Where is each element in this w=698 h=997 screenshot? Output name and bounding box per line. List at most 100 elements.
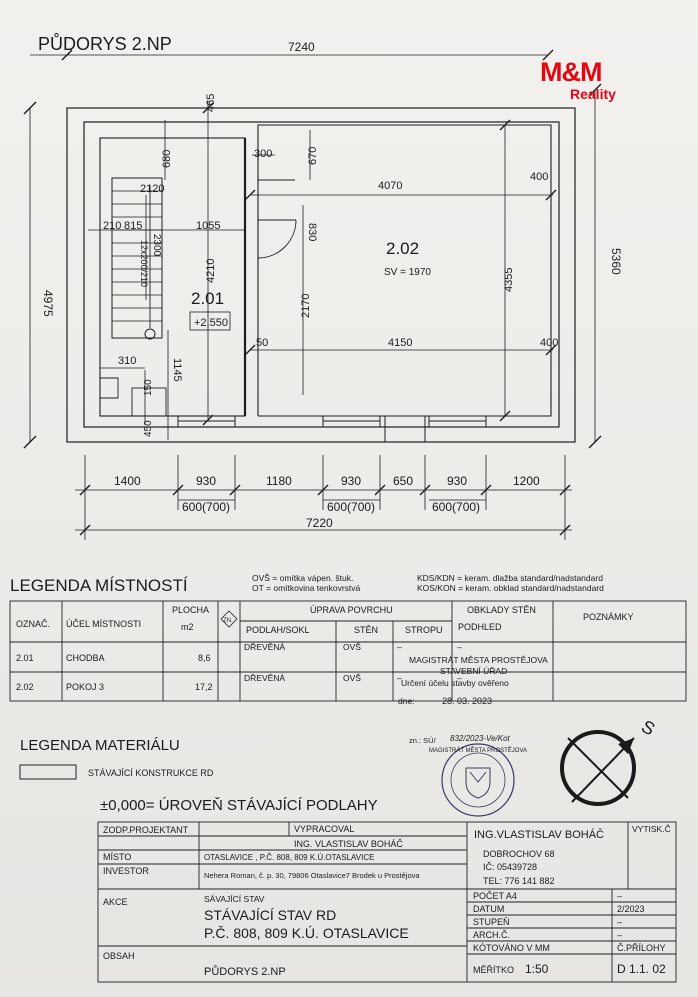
tb-vypracoval-label: VYPRACOVAL bbox=[294, 824, 354, 834]
mm-reality-logo: M&M Reality bbox=[540, 57, 622, 102]
dim-4070: 4070 bbox=[378, 180, 402, 192]
row2-stropu: – bbox=[397, 673, 402, 683]
tb-akce-line1: STÁVAJÍCÍ STAV RD bbox=[204, 907, 336, 923]
dim-bottom-1200: 1200 bbox=[513, 474, 540, 488]
tb-priloha-label: Č.PŘÍLOHY bbox=[617, 943, 666, 953]
dim-400-bottom: 400 bbox=[540, 337, 558, 349]
level-note: ±0,000= ÚROVEŇ STÁVAJÍCÍ PODLAHY bbox=[100, 797, 378, 814]
th-oznac: OZNAČ. bbox=[16, 619, 50, 629]
tb-vypracoval-value: ING. VLASTISLAV BOHÁČ bbox=[294, 839, 403, 849]
tb-stupen-value: – bbox=[617, 917, 622, 927]
stamp-authority: MAGISTRÁT MĚSTA PROSTĚJOVA bbox=[409, 655, 548, 665]
th-uprava: ÚPRAVA POVRCHU bbox=[310, 605, 393, 615]
tb-author-tel: TEL: 776 141 882 bbox=[483, 876, 555, 886]
tb-author-ic: IČ: 05439728 bbox=[483, 862, 537, 872]
tb-investor-label: INVESTOR bbox=[103, 866, 149, 876]
tb-meritko-value: 1:50 bbox=[525, 962, 549, 976]
room-2-02-sv: SV = 1970 bbox=[384, 267, 431, 278]
legend-note-kds: KDS/KDN = keram. dlažba standard/nadstan… bbox=[417, 573, 603, 583]
dim-steps: 12x200/210 bbox=[139, 240, 149, 287]
stamp-date-value: 28. 03. 2023 bbox=[442, 696, 492, 706]
stamp-text: Určení účelu stavby ověřeno bbox=[401, 678, 509, 688]
stamp-office: STAVEBNÍ ÚŘAD bbox=[440, 666, 507, 676]
row2-obklady: – bbox=[457, 673, 462, 683]
dim-150: 150 bbox=[143, 379, 154, 396]
tb-obsah-label: OBSAH bbox=[103, 951, 135, 961]
tb-arch-value: – bbox=[617, 930, 622, 940]
tb-kotovano-label: KÓTOVÁNO V MM bbox=[473, 943, 550, 953]
row1-obklady: – bbox=[457, 642, 462, 652]
th-poznamky: POZNÁMKY bbox=[583, 612, 634, 622]
dim-830: 830 bbox=[306, 223, 318, 241]
dim-bottom-930-b: 930 bbox=[341, 474, 361, 488]
dim-bottom-930-c: 930 bbox=[447, 474, 467, 488]
tb-akce-small: SÁVAJÍCÍ STAV bbox=[204, 894, 265, 904]
th-stropu: STROPU bbox=[405, 625, 443, 635]
dim-50: 50 bbox=[256, 337, 268, 349]
dim-4150: 4150 bbox=[388, 337, 412, 349]
dim-310: 310 bbox=[118, 355, 136, 367]
dim-450: 450 bbox=[143, 420, 154, 437]
legend-note-kos: KOS/KON = keram. obklad standard/nadstan… bbox=[417, 583, 604, 593]
window-width-a: 600(700) bbox=[182, 500, 230, 514]
dim-680: 680 bbox=[161, 150, 173, 168]
official-seal: MAGISTRÁT MĚSTA PROSTĚJOVA bbox=[429, 743, 527, 817]
window-width-c: 600(700) bbox=[432, 500, 480, 514]
th-obklady: OBKLADY STĚN bbox=[467, 605, 536, 615]
legend-materials-title: LEGENDA MATERIÁLU bbox=[20, 737, 180, 754]
tb-misto-label: MÍSTO bbox=[103, 852, 131, 862]
row2-ucel: POKOJ 3 bbox=[66, 682, 104, 692]
row1-sten: OVŠ bbox=[343, 642, 361, 652]
dim-bottom-650: 650 bbox=[393, 474, 413, 488]
tb-arch-label: ARCH.Č. bbox=[473, 930, 510, 940]
plan-title: PŮDORYS 2.NP bbox=[38, 33, 172, 54]
stamp-date-label: dne: bbox=[398, 696, 415, 706]
dim-465: 465 bbox=[205, 94, 217, 112]
row1-stropu: – bbox=[397, 642, 402, 652]
inner-wall-face bbox=[83, 121, 560, 428]
tb-stupen-label: STUPEŇ bbox=[473, 917, 510, 927]
row1-plocha: 8,6 bbox=[198, 653, 211, 663]
row2-plocha: 17,2 bbox=[195, 682, 213, 692]
legend-note-ovs: OVŠ = omítka vápen. štuk. bbox=[252, 573, 353, 583]
tb-akce-line2: P.Č. 808, 809 K.Ú. OTASLAVICE bbox=[204, 925, 409, 941]
tb-author-address: DOBROCHOV 68 bbox=[483, 849, 555, 859]
dim-right-total: 5360 bbox=[609, 248, 623, 275]
dim-bottom-1180: 1180 bbox=[266, 474, 292, 488]
rooms-table bbox=[9, 600, 687, 702]
tb-pocet-label: POČET A4 bbox=[473, 891, 517, 901]
row1-ucel: CHODBA bbox=[66, 653, 105, 663]
tb-datum-value: 2/2023 bbox=[617, 904, 645, 914]
dim-bottom-total: 7220 bbox=[306, 516, 333, 530]
dim-left-total: 4975 bbox=[41, 290, 55, 317]
th-sten: STĚN bbox=[354, 625, 378, 635]
dim-4355: 4355 bbox=[503, 268, 515, 292]
window-width-b: 600(700) bbox=[327, 500, 375, 514]
tb-priloha-value: D 1.1. 02 bbox=[617, 962, 666, 976]
tb-author-name: ING.VLASTISLAV BOHÁČ bbox=[474, 828, 604, 841]
th-m2: m2 bbox=[181, 622, 194, 632]
tb-zodp-label: ZODP.PROJEKTANT bbox=[103, 825, 189, 835]
tb-vytisk-label: VYTISK.Č bbox=[632, 824, 671, 834]
dim-1055: 1055 bbox=[196, 220, 220, 232]
row1-oznac: 2.01 bbox=[16, 653, 34, 663]
legend-rooms-title: LEGENDA MÍSTNOSTÍ bbox=[10, 576, 188, 595]
dim-2120: 2120 bbox=[140, 183, 164, 195]
tb-akce-label: AKCE bbox=[103, 897, 128, 907]
tb-investor-value: Nehera Roman, č. p. 30, 79806 Otaslavice… bbox=[204, 871, 420, 880]
row2-sten: OVŠ bbox=[343, 673, 361, 683]
th-podhled: PODHLED bbox=[458, 622, 502, 632]
dim-4210: 4210 bbox=[205, 259, 217, 283]
ref-label: zn.: SÚ/ bbox=[409, 736, 437, 745]
dim-300: 300 bbox=[254, 148, 272, 160]
seal-text: MAGISTRÁT MĚSTA PROSTĚJOVA bbox=[429, 746, 527, 754]
dim-1145: 1145 bbox=[171, 358, 183, 382]
dim-2170: 2170 bbox=[300, 294, 312, 318]
room-2-02-label: 2.02 bbox=[386, 239, 419, 258]
th-ucel: ÚČEL MÍSTNOSTI bbox=[66, 619, 141, 629]
north-label: S bbox=[638, 716, 658, 739]
row2-oznac: 2.02 bbox=[16, 682, 34, 692]
dim-670: 670 bbox=[307, 147, 319, 165]
